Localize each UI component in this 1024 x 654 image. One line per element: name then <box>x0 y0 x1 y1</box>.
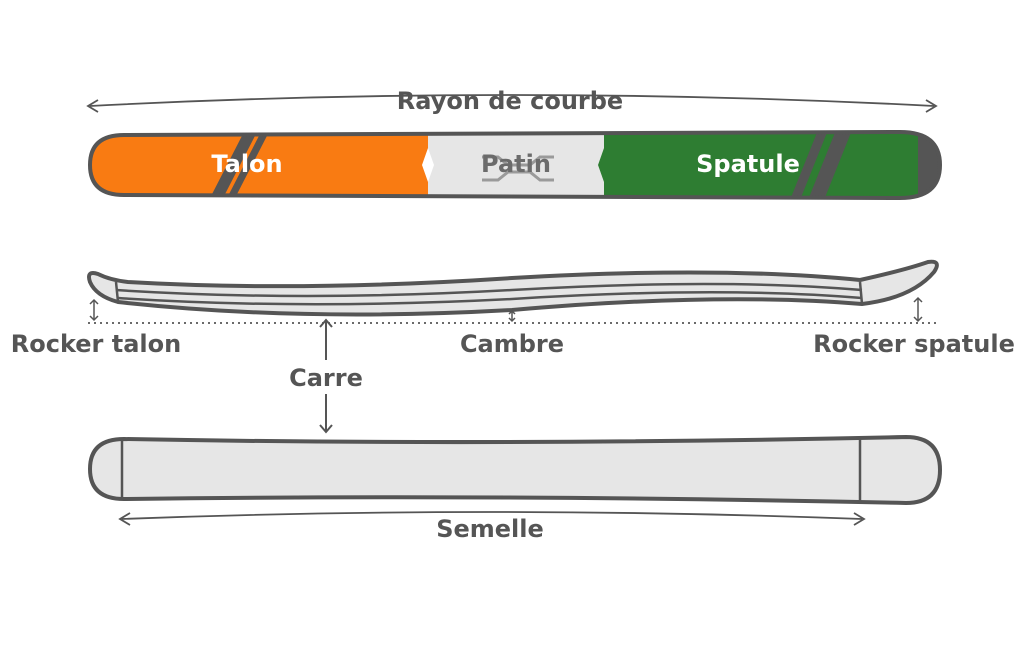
semelle-arrow <box>118 511 866 526</box>
talon-section <box>90 132 428 198</box>
spatule-label: Spatule <box>696 150 800 178</box>
spatule-stripe <box>808 132 852 198</box>
ski-top-outline <box>87 129 943 201</box>
rocker-talon-label: Rocker talon <box>11 330 181 358</box>
talon-stripe <box>209 132 258 198</box>
rayon-arrow <box>86 94 938 113</box>
ski-side-view <box>87 259 939 317</box>
contact-point-talon <box>114 281 120 303</box>
contact-point-spatule <box>858 281 864 305</box>
rocker-talon-arrow <box>89 298 99 322</box>
talon-stripe <box>226 132 270 198</box>
cambre-arrow <box>508 309 516 323</box>
base-outline <box>87 434 943 506</box>
rocker-spatule-label: Rocker spatule <box>813 330 1015 358</box>
ski-base-view <box>87 434 943 506</box>
side-layer-line <box>117 290 863 306</box>
semelle-label: Semelle <box>436 515 544 543</box>
rayon-label: Rayon de courbe <box>397 87 623 115</box>
carre-label: Carre <box>289 364 363 392</box>
cambre-label: Cambre <box>460 330 564 358</box>
side-profile <box>87 259 939 317</box>
binding-icon <box>482 155 554 182</box>
talon-label: Talon <box>211 150 282 178</box>
side-layer-line <box>115 282 863 298</box>
spatule-stripe <box>790 132 828 198</box>
rocker-spatule-arrow <box>913 296 923 323</box>
patin-label: Patin <box>481 150 551 178</box>
ski-top-view <box>87 129 943 201</box>
carre-arrow <box>319 318 333 434</box>
